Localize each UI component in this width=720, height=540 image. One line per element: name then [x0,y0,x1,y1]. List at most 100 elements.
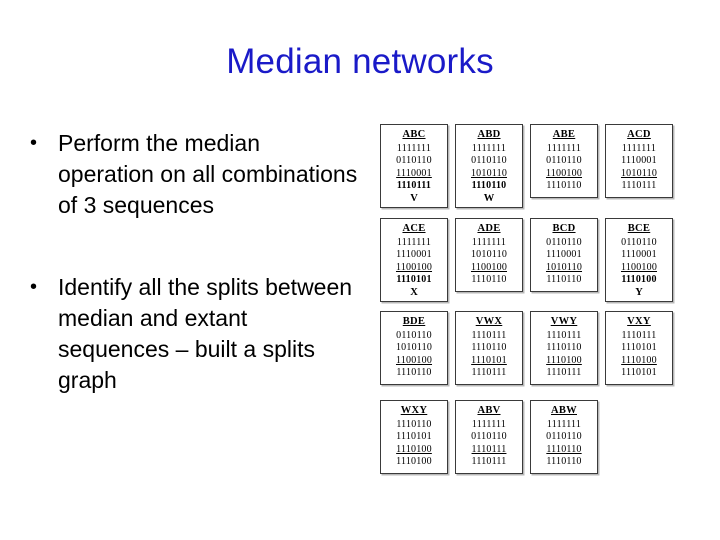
sequence-value: 1110001 [621,249,657,260]
sequence-box-header: ABV [477,405,501,416]
sequence-value: 0110110 [621,236,657,248]
sequence-value: 1100100 [395,354,433,366]
sequence-box-header: VWY [550,316,578,327]
sequence-value: 1110111 [546,329,582,341]
sequence-box-header: ABD [477,129,501,140]
page-title: Median networks [226,42,494,81]
sequence-value: 1110110 [546,443,582,455]
sequence-box-header: BCE [627,223,651,234]
sequence-value: 1110110 [471,180,507,191]
sequence-value: 1110001 [546,249,582,260]
median-label: V [410,192,418,204]
sequence-value: 1110101 [621,342,657,353]
list-item: • Identify all the splits between median… [30,272,360,396]
bullet-text: Perform the median operation on all comb… [58,130,358,218]
list-item: • Perform the median operation on all co… [30,128,360,221]
sequence-value: 1110111 [471,329,507,341]
sequence-value: 1010110 [470,249,508,260]
sequence-value: 1110101 [396,431,432,442]
sequence-value: 1110100 [621,354,657,366]
sequence-value: 0110110 [396,329,432,341]
sequence-value: 1110100 [621,274,657,285]
sequence-value: 1100100 [545,167,583,179]
sequence-value: 1111111 [471,418,507,430]
sequence-value: 1110100 [396,456,432,467]
sequence-value: 1100100 [395,261,433,273]
sequence-value: 1110110 [546,342,582,353]
bullet-marker-icon: • [30,276,38,298]
sequence-value: 1110101 [471,354,507,366]
sequence-value: 0110110 [471,431,507,442]
sequence-value: 1110101 [621,367,657,378]
sequence-box-header: VWX [475,316,503,327]
sequence-value: 1110111 [471,367,507,378]
sequence-value: 1110110 [471,274,507,285]
sequence-value: 1110001 [621,155,657,166]
sequence-value: 1110100 [546,354,582,366]
sequence-value: 1110110 [546,456,582,467]
sequence-value: 1110111 [471,443,507,455]
sequence-box-header: BDE [402,316,426,327]
sequence-box-header: ABC [402,129,426,140]
sequence-value: 1110101 [396,274,432,285]
sequence-value: 0110110 [546,431,582,442]
sequence-box-header: ADE [477,223,501,234]
sequence-box-header: ACD [627,129,651,140]
bullet-marker-icon: • [30,132,38,154]
sequence-value: 1111111 [621,142,657,154]
sequence-value: 1110111 [546,367,582,378]
sequence-value: 1110111 [396,180,432,191]
sequence-value: 1010110 [545,261,583,273]
sequence-box-header: ABE [552,129,576,140]
bullet-text: Identify all the splits between median a… [58,274,353,393]
sequence-value: 0110110 [546,155,582,166]
sequence-value: 1111111 [546,142,582,154]
sequence-value: 1100100 [620,261,658,273]
sequence-value: 1111111 [396,142,432,154]
sequence-value: 1110111 [621,180,657,191]
sequence-value: 1110110 [546,180,582,191]
median-label: Y [635,286,643,298]
sequence-box-header: WXY [400,405,428,416]
sequence-value: 1110111 [471,456,507,467]
sequence-value: 1111111 [396,236,432,248]
median-label: X [410,286,418,298]
sequence-value: 1111111 [546,418,582,430]
sequence-value: 0110110 [471,155,507,166]
sequence-box-header: BCD [552,223,576,234]
sequence-value: 1110110 [546,274,582,285]
sequence-value: 1111111 [471,142,507,154]
sequence-value: 1100100 [470,261,508,273]
sequence-box-header: VXY [627,316,651,327]
median-label: W [483,192,495,204]
sequence-value: 1110110 [471,342,507,353]
sequence-value: 1010110 [620,167,658,179]
sequence-value: 1110110 [396,418,432,430]
sequence-value: 0110110 [546,236,582,248]
sequence-box-header: ABW [551,405,577,416]
sequence-value: 1110110 [396,367,432,378]
sequence-value: 1110100 [396,443,432,455]
sequence-value: 1110001 [396,249,432,260]
sequence-value: 1010110 [470,167,508,179]
sequence-box-header: ACE [402,223,426,234]
sequence-value: 1111111 [471,236,507,248]
sequence-value: 0110110 [396,155,432,166]
